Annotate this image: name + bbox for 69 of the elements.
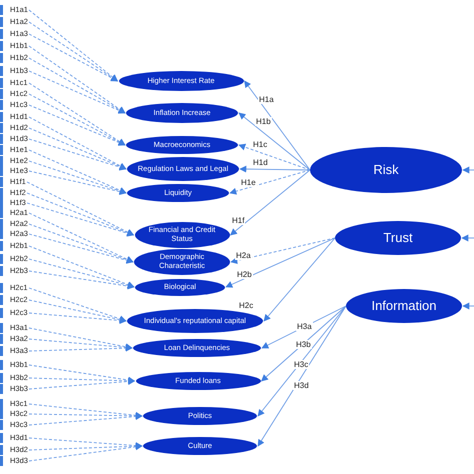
arrow — [28, 34, 118, 82]
edge-label: H1e — [240, 178, 257, 187]
arrow — [461, 234, 474, 242]
arrow — [28, 94, 126, 146]
arrow — [28, 412, 143, 420]
arrow — [26, 202, 134, 237]
arrow — [28, 300, 127, 324]
arrow — [258, 306, 346, 447]
arrow — [230, 170, 310, 236]
arrow — [28, 116, 127, 170]
edge-label: H2c — [238, 301, 254, 310]
arrow — [28, 224, 134, 264]
arrow — [28, 170, 127, 196]
arrow — [28, 10, 118, 82]
arrow — [28, 270, 135, 290]
edge-label: H3d — [293, 381, 310, 390]
edge-label: H3b — [295, 340, 312, 349]
arrow — [28, 246, 135, 288]
arrow — [462, 166, 474, 174]
arrow — [28, 22, 118, 82]
arrow — [28, 212, 134, 262]
edge-label: H1d — [252, 158, 269, 167]
arrow — [28, 312, 127, 324]
arrow — [28, 442, 143, 450]
arrow — [230, 238, 336, 264]
arrow — [238, 112, 310, 170]
arrow — [264, 238, 336, 322]
arrow — [229, 170, 310, 195]
edge-label: H1a — [258, 95, 275, 104]
arrow — [28, 150, 127, 194]
edge-label: H2b — [236, 270, 253, 279]
arrow — [462, 302, 474, 310]
arrow — [28, 82, 126, 146]
arrow — [28, 338, 133, 351]
arrow — [28, 413, 143, 426]
arrow — [238, 144, 310, 170]
edge-label: H2a — [235, 251, 252, 260]
construct-ellipse: Trust — [335, 221, 461, 255]
edge-label: H1c — [252, 140, 268, 149]
arrow — [28, 234, 134, 264]
arrow — [28, 443, 143, 462]
arrow — [28, 128, 127, 170]
arrow — [258, 306, 346, 417]
arrow — [28, 160, 127, 194]
arrow — [28, 58, 126, 114]
arrow — [225, 238, 336, 288]
arrow — [260, 306, 346, 382]
arrow — [28, 138, 127, 170]
arrow — [28, 70, 126, 114]
arrow — [261, 306, 346, 348]
construct-ellipse: Risk — [310, 147, 462, 193]
edge-label: H1b — [255, 117, 272, 126]
arrow — [28, 46, 126, 114]
arrow — [28, 104, 126, 146]
arrow — [26, 192, 134, 236]
arrow — [244, 80, 310, 170]
arrow — [28, 288, 127, 322]
arrow — [28, 344, 133, 352]
construct-ellipse: Information — [346, 289, 462, 323]
arrow — [28, 378, 136, 390]
arrow — [28, 328, 133, 350]
edge-label: H3c — [293, 360, 310, 369]
arrow — [28, 438, 143, 450]
edge-label: H1f — [231, 216, 246, 225]
edge-label: H3a — [296, 322, 313, 331]
arrow — [26, 182, 134, 236]
arrow — [28, 258, 135, 289]
arrow — [239, 166, 310, 173]
arrow — [28, 377, 136, 384]
